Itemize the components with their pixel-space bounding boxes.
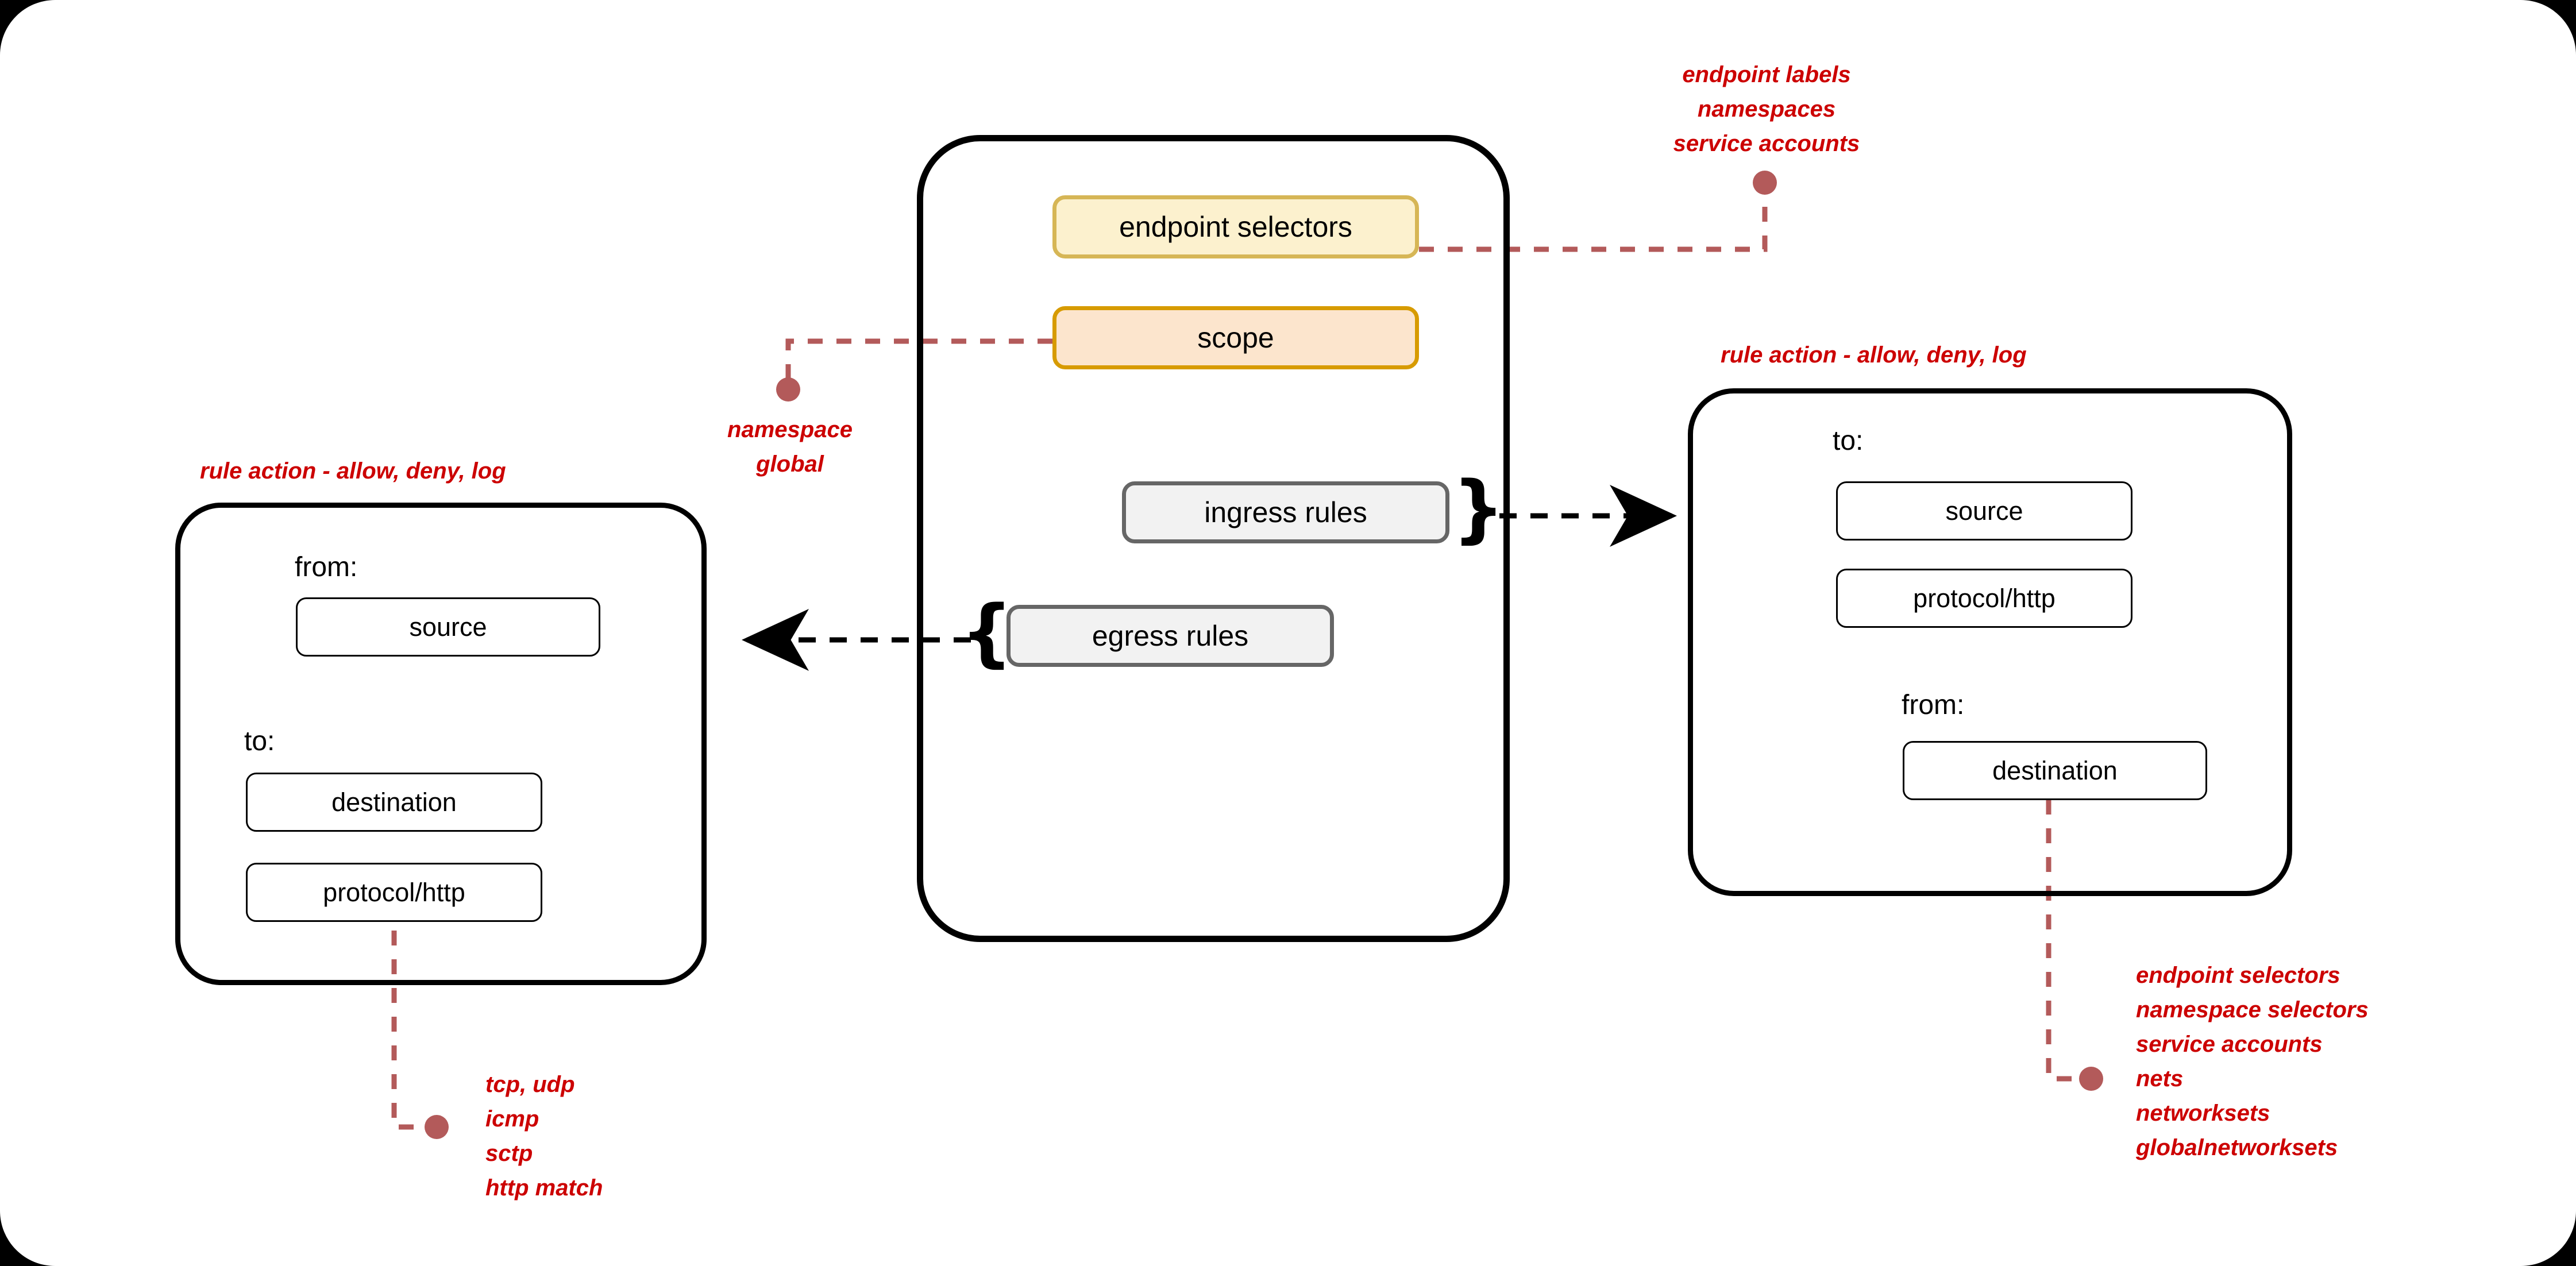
endpoint-selectors-note: endpoint labels namespaces service accou…	[1626, 57, 1907, 161]
egress-rule-action-note: rule action - allow, deny, log	[200, 458, 506, 484]
egress-from-source-box[interactable]: source	[296, 597, 600, 657]
destination-note-line-5: networksets	[2136, 1101, 2270, 1126]
scope-connector-dot	[776, 377, 800, 402]
protocol-note-line-3: sctp	[485, 1141, 533, 1166]
ingress-to-label: to:	[1833, 426, 1864, 456]
destination-note-line-6: globalnetworksets	[2136, 1135, 2338, 1160]
scope-box[interactable]: scope	[1052, 306, 1419, 369]
endpoint-selectors-note-line-3: service accounts	[1673, 131, 1860, 156]
endpoint-selectors-connector-dot	[1753, 171, 1777, 195]
scope-note-line-1: namespace	[727, 417, 853, 442]
protocol-note-line-4: http match	[485, 1175, 603, 1201]
ingress-rules-brace: }	[1452, 466, 1505, 551]
scope-note-line-2: global	[756, 451, 824, 477]
egress-to-destination-box[interactable]: destination	[246, 773, 542, 832]
protocol-connector	[391, 931, 437, 1130]
ingress-to-source-box[interactable]: source	[1836, 481, 2132, 541]
destination-note-line-3: service accounts	[2136, 1032, 2323, 1057]
egress-from-label: from:	[295, 552, 358, 582]
destination-note-line-2: namespace selectors	[2136, 997, 2369, 1022]
protocol-note: tcp, udp icmp sctp http match	[485, 1067, 603, 1205]
center-policy-container	[917, 135, 1510, 942]
ingress-from-destination-box[interactable]: destination	[1903, 741, 2207, 800]
ingress-protocol-box[interactable]: protocol/http	[1836, 569, 2132, 628]
ingress-rule-action-note: rule action - allow, deny, log	[1721, 342, 2027, 368]
destination-note-line-4: nets	[2136, 1066, 2184, 1091]
endpoint-selectors-box[interactable]: endpoint selectors	[1052, 195, 1419, 258]
protocol-note-line-1: tcp, udp	[485, 1072, 575, 1097]
endpoint-selectors-note-line-1: endpoint labels	[1682, 62, 1851, 87]
scope-note: namespace global	[661, 412, 919, 481]
endpoint-selectors-note-line-2: namespaces	[1697, 97, 1836, 122]
egress-protocol-box[interactable]: protocol/http	[246, 863, 542, 922]
ingress-rules-box[interactable]: ingress rules	[1122, 481, 1449, 543]
egress-policy-container	[175, 503, 707, 985]
scope-connector	[785, 338, 1052, 379]
ingress-from-label: from:	[1902, 690, 1965, 720]
egress-to-label: to:	[244, 726, 275, 756]
destination-note: endpoint selectors namespace selectors s…	[2136, 958, 2369, 1165]
endpoint-selectors-connector	[1419, 190, 1768, 252]
ingress-policy-container	[1688, 388, 2292, 896]
egress-rules-box[interactable]: egress rules	[1007, 605, 1334, 667]
protocol-connector-dot	[425, 1115, 449, 1139]
destination-connector-dot	[2079, 1067, 2103, 1091]
egress-rules-brace: {	[961, 590, 1013, 676]
protocol-note-line-2: icmp	[485, 1106, 539, 1132]
destination-note-line-1: endpoint selectors	[2136, 963, 2340, 988]
